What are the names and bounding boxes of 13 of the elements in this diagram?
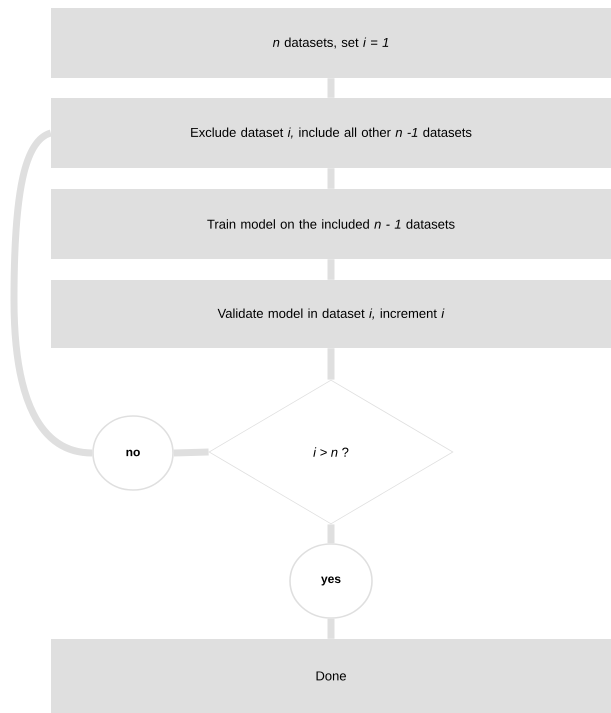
process-box: Train model on the included n - 1 datasets xyxy=(51,189,611,259)
connector xyxy=(328,259,334,280)
process-box: Done xyxy=(51,639,611,713)
connector xyxy=(328,618,334,639)
process-box: Exclude dataset i, include all other n -1 datasets xyxy=(51,98,611,168)
connector xyxy=(328,168,334,189)
connector xyxy=(10,130,92,456)
connector xyxy=(328,78,334,98)
connector xyxy=(328,524,334,544)
connector xyxy=(328,348,334,380)
process-box: Validate model in dataset i, increment i xyxy=(51,280,611,348)
process-box: n datasets, set i = 1 xyxy=(51,8,611,78)
connector xyxy=(174,448,209,456)
